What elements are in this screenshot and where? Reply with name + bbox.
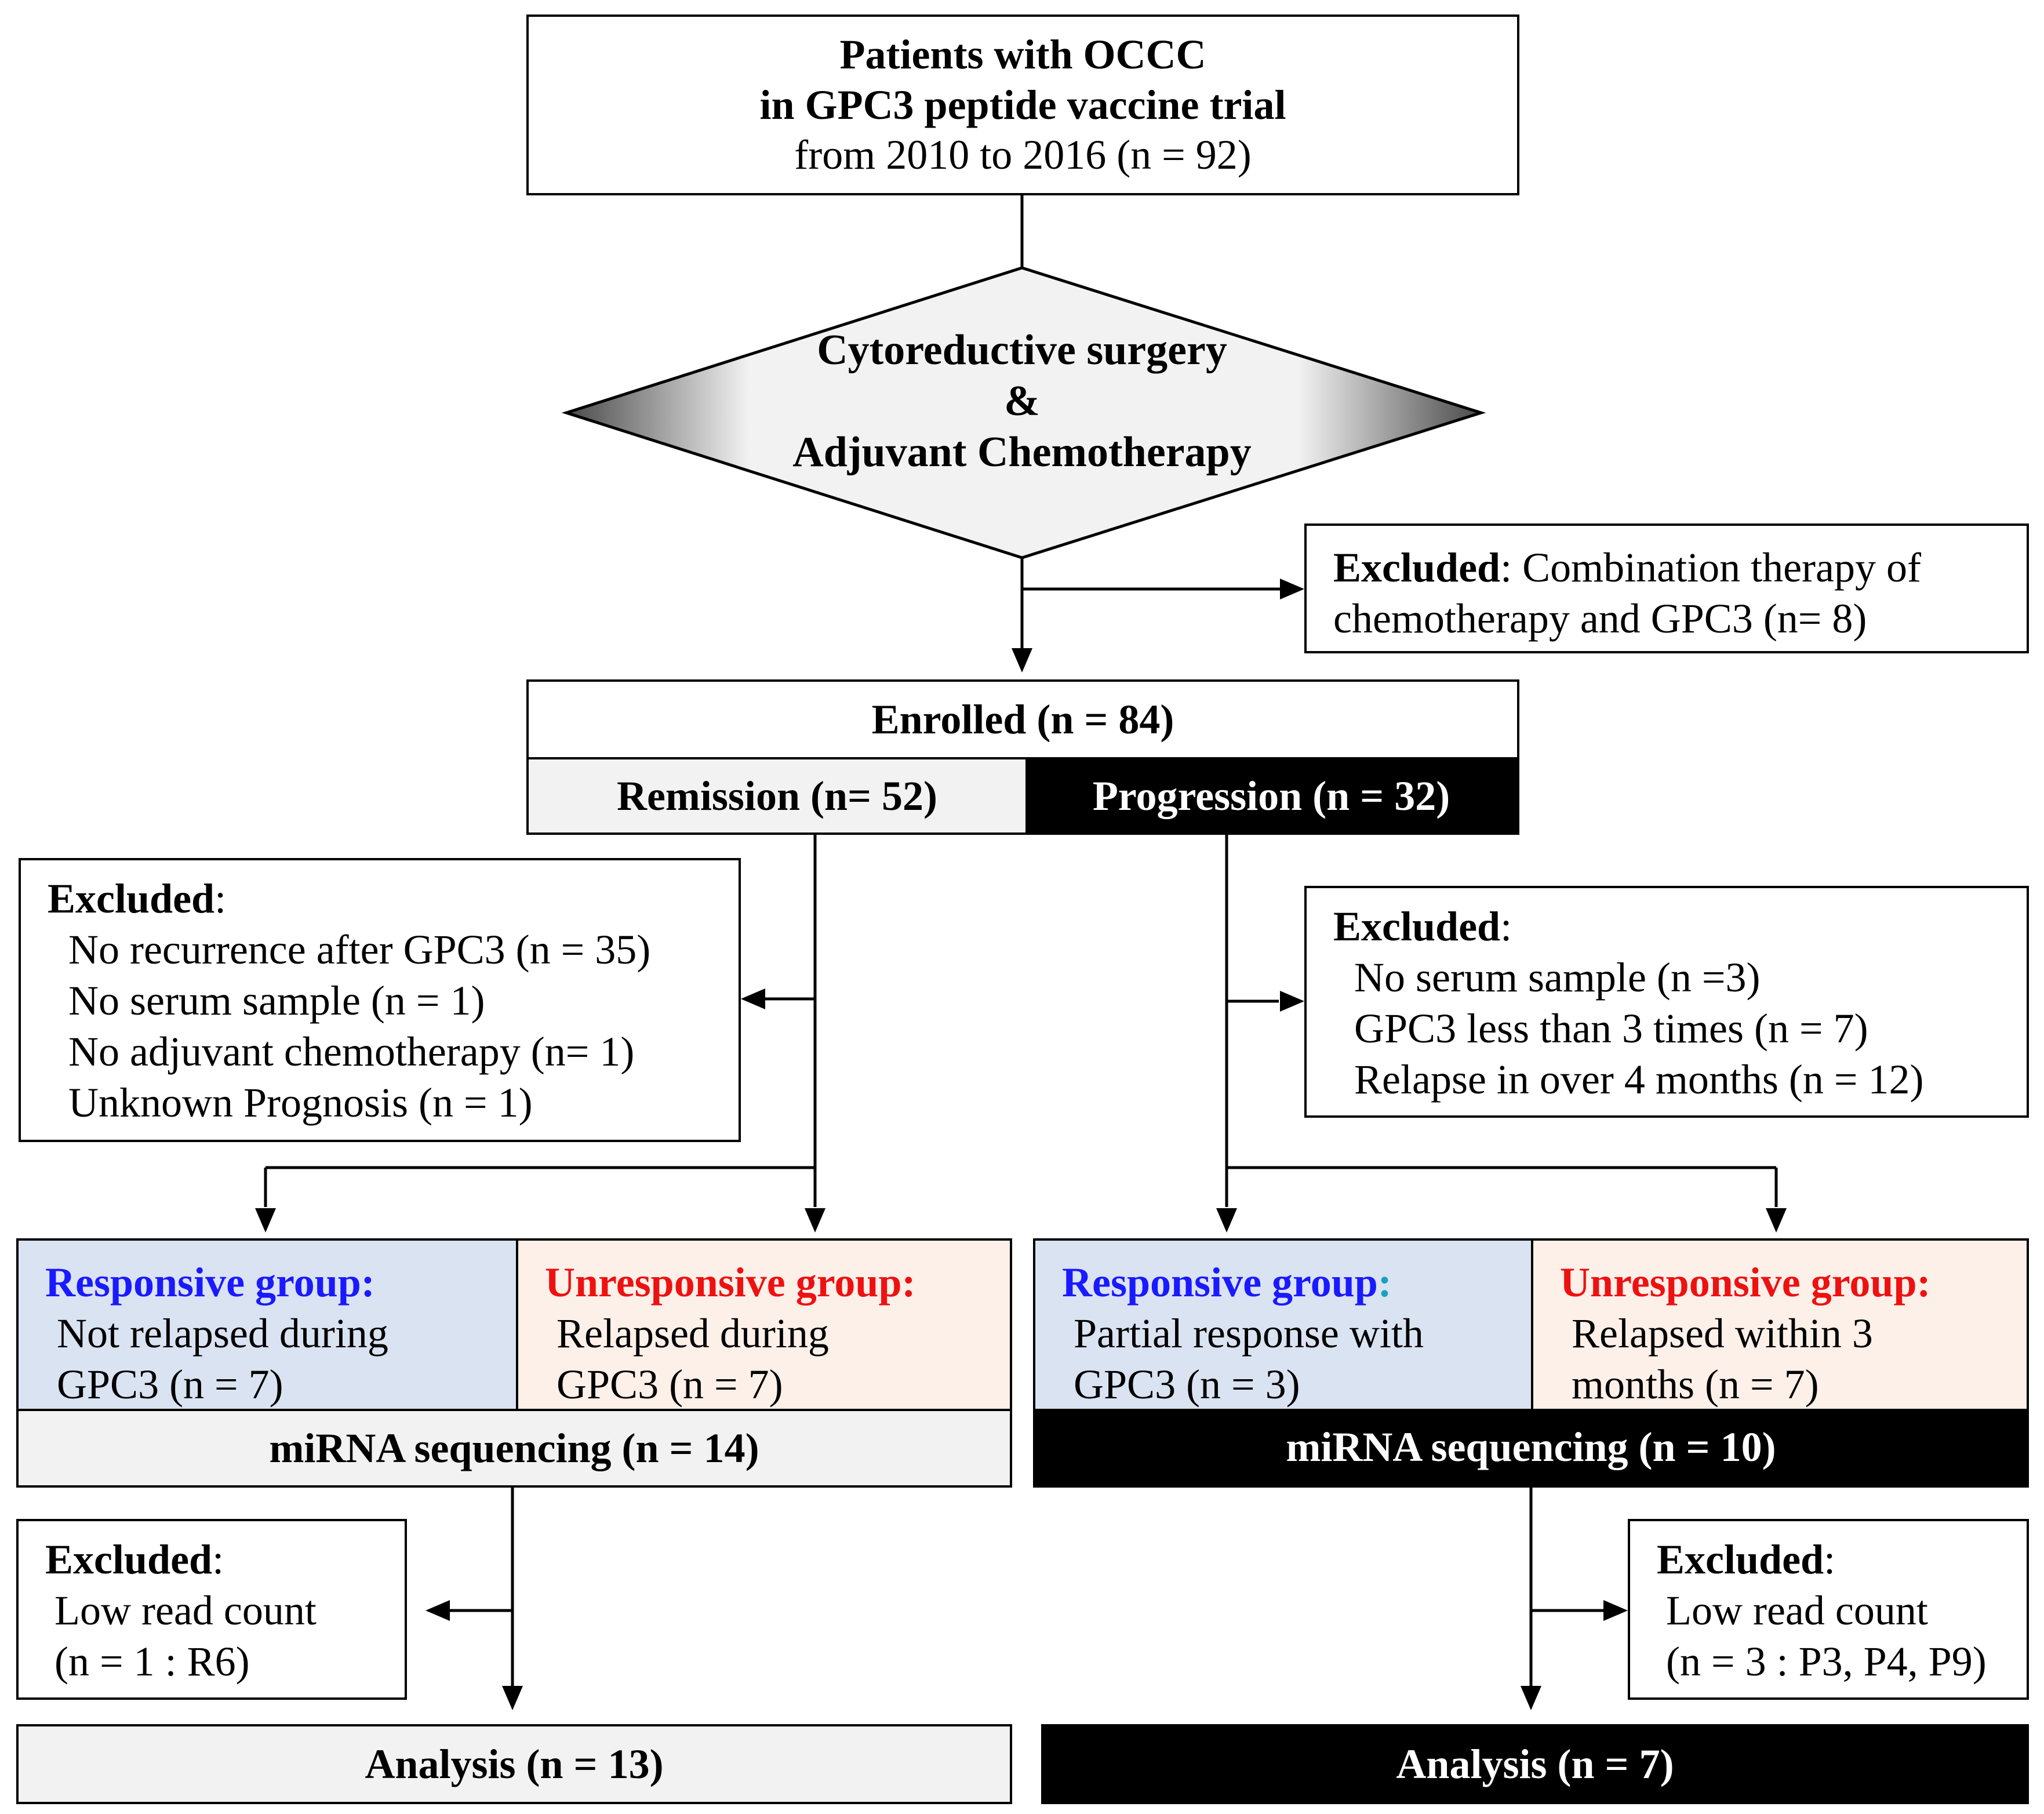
excluded-left-label: Excluded [48,875,215,922]
excluded-left-item: No serum sample (n = 1) [68,977,485,1024]
analysis-right-box: Analysis (n = 7) [1041,1724,2029,1804]
left-unresponsive-cell: Unresponsive group: Relapsed during GPC3… [518,1241,1010,1409]
excluded-low-left-colon: : [212,1536,224,1583]
left-responsive-cell: Responsive group: Not relapsed during GP… [19,1241,516,1409]
left-responsive-line1: Not relapsed during [57,1310,388,1357]
excluded-right-item: GPC3 less than 3 times (n = 7) [1354,1005,1868,1052]
left-groups-box: Responsive group: Not relapsed during GP… [16,1238,1012,1488]
excluded-right-label: Excluded [1333,903,1501,950]
top-box-line2: in GPC3 peptide vaccine trial [759,81,1286,128]
right-sequencing-label: miRNA sequencing (n = 10) [1286,1423,1776,1470]
excluded-left-item: No adjuvant chemotherapy (n= 1) [68,1028,635,1075]
arrowheads [255,579,1787,1710]
excluded-combo-text2: chemotherapy and GPC3 (n= 8) [1333,595,1867,642]
decision-line1: Cytoreductive surgery [817,326,1227,374]
right-groups-box: Responsive group: Partial response with … [1033,1238,2029,1488]
excluded-low-right-box: Excluded: Low read count (n = 3 : P3, P4… [1628,1519,2029,1700]
right-unresponsive-title: Unresponsive group: [1560,1259,1931,1306]
analysis-right-label: Analysis (n = 7) [1396,1740,1674,1787]
excluded-low-right-label: Excluded [1657,1536,1824,1583]
decision-line3: Adjuvant Chemotherapy [792,428,1252,476]
top-box-line1: Patients with OCCC [839,31,1206,78]
left-responsive-line2: GPC3 (n = 7) [57,1361,283,1408]
progression-label: Progression (n = 32) [1092,772,1450,819]
excluded-right-item: No serum sample (n =3) [1354,954,1761,1001]
left-sequencing-label: miRNA sequencing (n = 14) [269,1424,759,1471]
excluded-low-left-line2: (n = 1 : R6) [54,1638,250,1685]
right-unresponsive-line2: months (n = 7) [1572,1361,1819,1408]
excluded-right-item: Relapse in over 4 months (n = 12) [1354,1056,1924,1103]
excluded-combination-box: Excluded: Combination therapy of chemoth… [1304,524,2029,653]
left-unresponsive-title: Unresponsive group: [545,1259,916,1306]
excluded-low-right-line2: (n = 3 : P3, P4, P9) [1666,1638,1987,1685]
left-unresponsive-line1: Relapsed during [557,1310,829,1357]
right-sequencing-bar: miRNA sequencing (n = 10) [1035,1409,2027,1485]
excluded-label: Excluded [1333,544,1501,591]
excluded-right-box: Excluded: No serum sample (n =3) GPC3 le… [1304,886,2029,1118]
excluded-low-left-line1: Low read count [54,1587,317,1634]
enrolled-box: Enrolled (n = 84) Remission (n= 52) Prog… [526,679,1519,835]
left-unresponsive-line2: GPC3 (n = 7) [557,1361,783,1408]
excluded-low-left-label: Excluded [45,1536,213,1583]
enrolled-divider [529,757,1517,759]
decision-text: Cytoreductive surgery & Adjuvant Chemoth… [0,325,2044,478]
remission-label: Remission (n= 52) [616,772,938,819]
excluded-combo-text1: : Combination therapy of [1500,544,1921,591]
decision-diamond [561,266,1486,559]
right-responsive-title: Responsive group [1062,1259,1378,1306]
analysis-left-label: Analysis (n = 13) [365,1740,664,1787]
excluded-left-box: Excluded: No recurrence after GPC3 (n = … [19,858,741,1142]
top-box: Patients with OCCC in GPC3 peptide vacci… [526,14,1519,195]
right-responsive-cell: Responsive group: Partial response with … [1035,1241,1531,1409]
left-sequencing-bar: miRNA sequencing (n = 14) [19,1411,1010,1485]
excluded-left-colon: : [214,875,227,922]
right-unresponsive-cell: Unresponsive group: Relapsed within 3 mo… [1533,1241,2027,1409]
decision-line2: & [1004,377,1040,425]
left-responsive-title: Responsive group: [45,1259,375,1306]
right-responsive-line1: Partial response with [1074,1310,1424,1357]
excluded-low-left-box: Excluded: Low read count (n = 1 : R6) [16,1519,407,1700]
right-responsive-line2: GPC3 (n = 3) [1074,1361,1300,1408]
right-unresponsive-line1: Relapsed within 3 [1572,1310,1873,1357]
excluded-right-colon: : [1500,903,1512,950]
remission-cell: Remission (n= 52) [529,759,1025,833]
excluded-low-right-line1: Low read count [1666,1587,1928,1634]
analysis-left-box: Analysis (n = 13) [16,1724,1012,1804]
excluded-left-item: No recurrence after GPC3 (n = 35) [68,926,651,973]
excluded-left-item: Unknown Prognosis (n = 1) [68,1079,533,1126]
progression-cell: Progression (n = 32) [1025,759,1517,833]
excluded-low-right-colon: : [1824,1536,1836,1583]
enrolled-title: Enrolled (n = 84) [871,696,1174,743]
top-box-line3: from 2010 to 2016 (n = 92) [794,132,1252,179]
right-responsive-colon: : [1377,1259,1392,1306]
